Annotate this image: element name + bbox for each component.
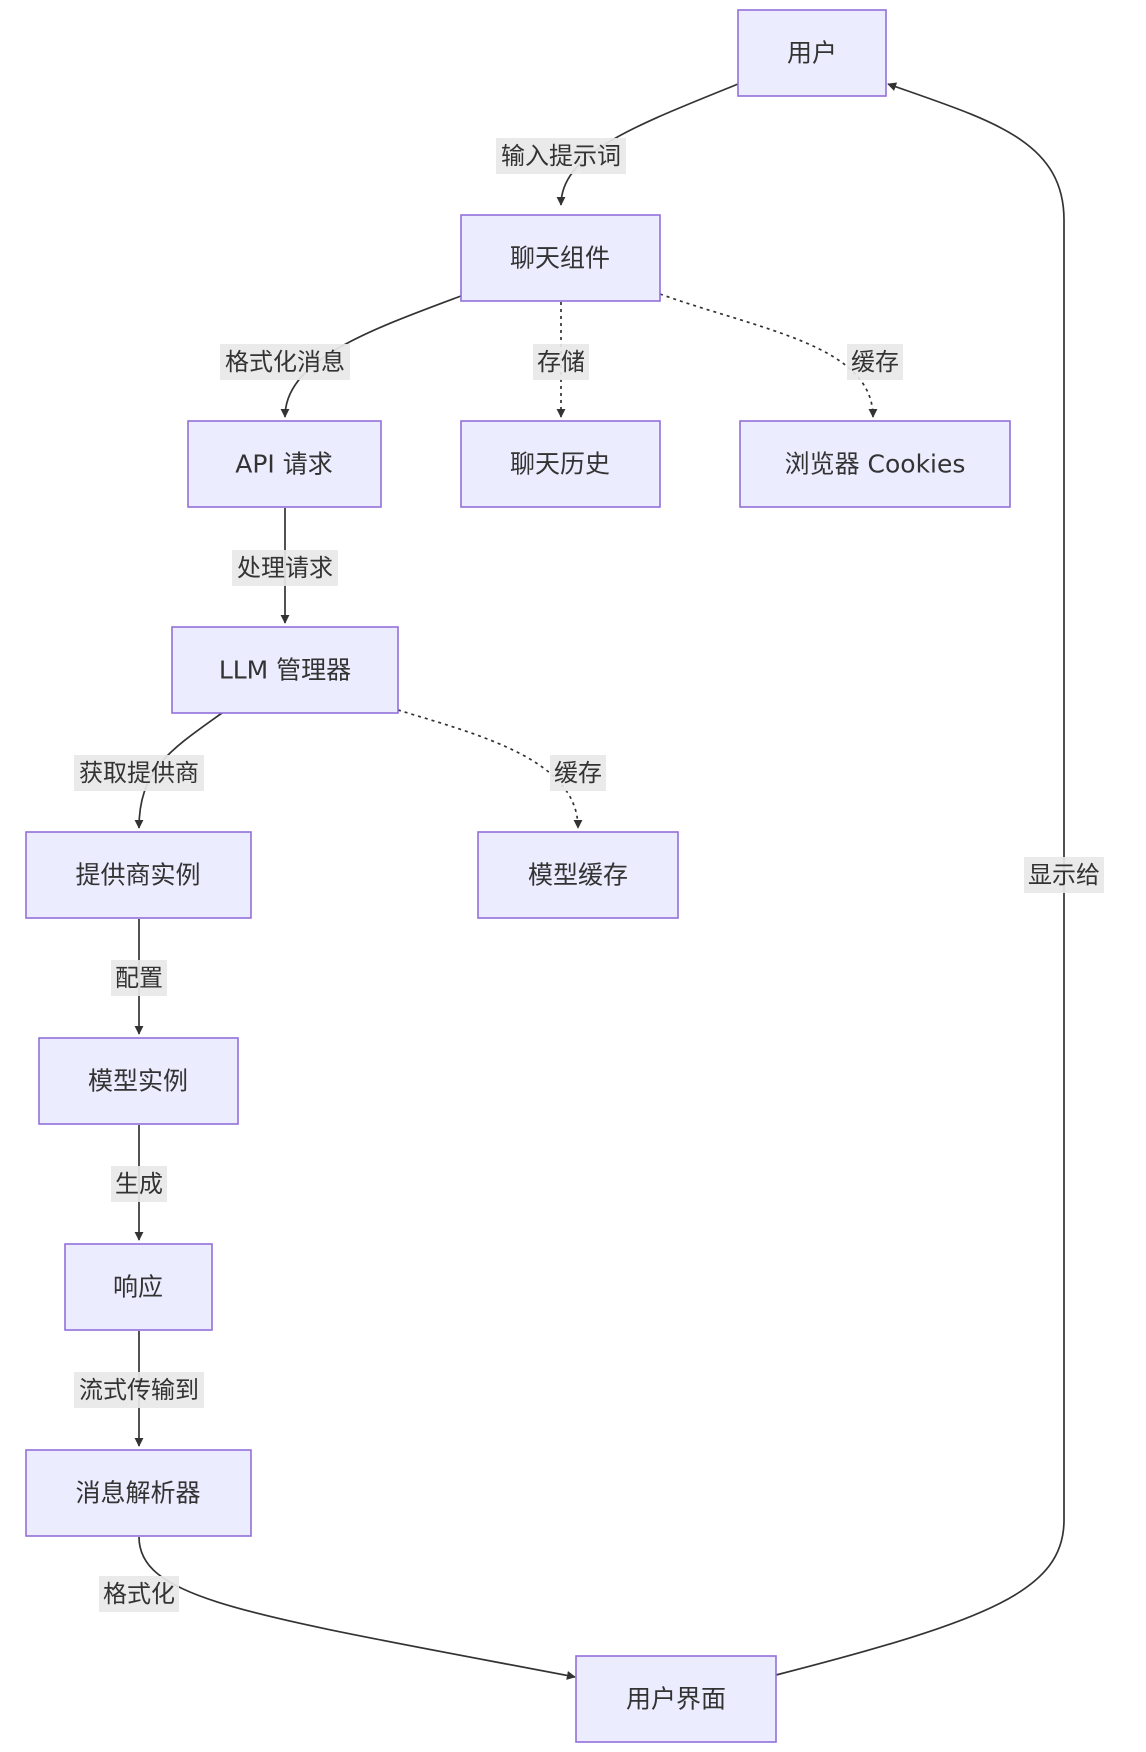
edge-label-text: 格式化	[103, 1580, 175, 1608]
edge-label-format-message: 格式化消息	[220, 344, 350, 380]
edge-label-input-prompt: 输入提示词	[496, 138, 626, 174]
edge-label-format: 格式化	[99, 1576, 179, 1612]
node-label: API 请求	[235, 450, 333, 479]
edge-label-text: 获取提供商	[79, 759, 199, 787]
edge-chat-component-to-browser-cookies	[659, 293, 878, 418]
edge-llm-manager-to-model-cache	[397, 709, 583, 829]
node-api-request[interactable]: API 请求	[187, 420, 382, 508]
node-label: 用户	[787, 39, 837, 68]
node-label: 模型缓存	[528, 861, 628, 890]
node-provider-instance[interactable]: 提供商实例	[25, 831, 252, 919]
node-label: 提供商实例	[75, 861, 200, 890]
edge-label-text: 缓存	[851, 348, 899, 376]
edge-message-parser-to-user-interface	[138, 1536, 576, 1680]
node-user[interactable]: 用户	[737, 9, 887, 97]
node-chat-history[interactable]: 聊天历史	[460, 420, 661, 508]
edge-label-configure: 配置	[111, 960, 167, 996]
node-llm-manager[interactable]: LLM 管理器	[171, 626, 399, 714]
edge-label-text: 格式化消息	[225, 348, 345, 376]
node-label: 模型实例	[88, 1067, 188, 1096]
node-label: 聊天历史	[510, 450, 610, 479]
node-model-cache[interactable]: 模型缓存	[477, 831, 679, 919]
edge-label-text: 输入提示词	[501, 142, 621, 170]
edge-label-cache-model: 缓存	[550, 755, 606, 791]
node-label: LLM 管理器	[219, 656, 351, 685]
edge-label-stream-to: 流式传输到	[74, 1372, 204, 1408]
edge-label-text: 处理请求	[237, 554, 333, 582]
node-message-parser[interactable]: 消息解析器	[25, 1449, 252, 1537]
node-browser-cookies[interactable]: 浏览器 Cookies	[739, 420, 1011, 508]
edge-label-get-provider: 获取提供商	[74, 755, 204, 791]
edge-label-store: 存储	[533, 344, 589, 380]
node-label: 用户界面	[626, 1685, 726, 1714]
node-label: 浏览器 Cookies	[785, 450, 966, 479]
edge-label-text: 生成	[115, 1170, 163, 1198]
edge-label-text: 存储	[537, 348, 585, 376]
node-response[interactable]: 响应	[64, 1243, 213, 1331]
edge-label-process-request: 处理请求	[232, 550, 338, 586]
edge-user-interface-to-user	[775, 82, 1065, 1676]
edge-label-display-to: 显示给	[1024, 857, 1104, 893]
edge-label-text: 显示给	[1028, 861, 1100, 889]
edge-label-text: 配置	[115, 964, 163, 992]
edge-label-text: 流式传输到	[79, 1376, 199, 1404]
nodes: 用户 聊天组件 API 请求 聊天历史 浏览器 Cookies LLM 管理器 …	[25, 9, 1011, 1743]
edge-label-generate: 生成	[111, 1166, 167, 1202]
node-chat-component[interactable]: 聊天组件	[460, 214, 661, 302]
node-label: 响应	[113, 1273, 163, 1302]
node-label: 聊天组件	[510, 244, 610, 273]
node-label: 消息解析器	[75, 1479, 200, 1508]
node-user-interface[interactable]: 用户界面	[575, 1655, 777, 1743]
edge-label-text: 缓存	[554, 759, 602, 787]
edge-labels: 输入提示词 格式化消息 存储 缓存 处理请求 获取提供商 缓存 配置	[74, 138, 1104, 1612]
edge-label-cache-cookies: 缓存	[847, 344, 903, 380]
node-model-instance[interactable]: 模型实例	[38, 1037, 239, 1125]
